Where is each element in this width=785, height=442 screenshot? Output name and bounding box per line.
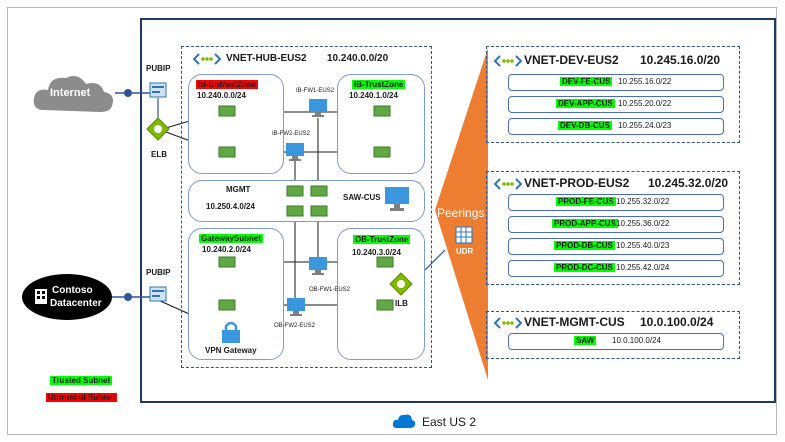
dev-vnet-container [486,46,740,143]
nic-icon [218,299,236,311]
subnet-row [508,74,724,91]
nic-icon [373,146,391,158]
region-label: East US 2 [422,415,477,429]
subnet-cidr: 10.255.16.0/22 [618,77,672,86]
nic-icon [376,299,394,311]
outer-frame [7,7,777,435]
vpn-gateway-label: VPN Gateway [205,346,257,355]
prod-vnet-cidr: 10.245.32.0/20 [648,176,729,190]
peerings-label: Peerings [437,206,485,220]
ib-fw2-label: IB-FW2-EUS2 [272,131,311,137]
ib-trust-zone [337,74,425,174]
subnet-cidr: 10.255.32.0/22 [616,197,670,206]
vm-icon [286,143,304,161]
ib-fw1-label: IB-FW1-EUS2 [296,88,335,94]
subnet-name: PROD-APP-CUS [552,219,618,228]
nic-icon [286,185,304,197]
ob-fw2-label: OB-FW2-EUS2 [274,323,316,329]
vm-icon [309,257,327,275]
subnet-cidr: 10.255.42.0/24 [616,263,670,272]
subnet-cidr: 10.255.24.0/23 [618,121,672,130]
public-ip-icon [149,82,167,98]
nic-icon [373,105,391,117]
pubip-bottom-label: PUBIP [146,268,171,277]
dev-vnet-title: VNET-DEV-EUS2 [524,53,619,67]
elb-label: ELB [151,150,167,159]
building-icon [35,289,47,304]
nic-icon [218,146,236,158]
gateway-cidr: 10.240.2.0/24 [202,245,251,254]
subnet-row [508,333,724,350]
nic-icon [218,105,236,117]
nic-icon [310,205,328,217]
subnet-name: DEV-APP-CUS [556,99,615,108]
nic-icon [376,256,394,268]
ob-trust-cidr: 10.240.3.0/24 [352,248,401,257]
prod-vnet-title: VNET-PROD-EUS2 [524,176,630,190]
vpn-lock-icon [222,321,240,343]
internet-cloud-icon [33,76,113,112]
internet-label: Internet [50,87,91,99]
subnet-name: SAW [574,336,597,345]
ilb-icon [389,272,413,296]
mgmt-vnet-cidr: 10.0.100.0/24 [640,315,714,329]
subnet-cidr: 10.0.100.0/24 [612,336,661,345]
subnet-row [508,96,724,113]
pubip-top-label: PUBIP [146,64,171,73]
vnet-icon [494,178,522,190]
saw-cus-label: SAW-CUS [343,193,381,202]
route-table-icon [455,226,473,244]
udr-label: UDR [456,247,474,256]
subnet-name: DEV-FE-CUS [560,77,613,86]
subnet-name: PROD-DB-CUS [554,241,615,250]
ib-trust-cidr: 10.240.1.0/24 [349,91,398,100]
ilb-label: ILB [395,299,408,308]
ib-untrust-zone [188,74,284,174]
ib-trust-name: IB-TrustZone [352,80,406,89]
ob-fw1-label: OB-FW1-EUS2 [309,287,351,293]
legend-untrusted: Untrusted Subnet [46,393,118,402]
peering-shape [435,48,488,380]
nic-icon [218,256,236,268]
gateway-name: GatewaySubnet [199,234,264,243]
mgmt-name: MGMT [226,185,251,194]
hub-vnet-container [181,46,432,368]
ob-trust-name: OB-TrustZone [353,235,411,244]
mgmt-vnet-container [486,311,740,359]
ib-untrust-name: IB-UntrustZone [196,80,259,89]
vm-icon [287,298,305,316]
vm-icon [385,187,409,211]
legend-trusted: Trusted Subnet [50,376,113,385]
subnet-name: DEV-DB-CUS [558,121,612,130]
elb-icon [146,117,170,141]
ob-trust-zone [337,228,425,360]
subnet-cidr: 10.255.20.0/22 [618,99,672,108]
prod-vnet-container [486,171,740,285]
public-ip-icon [149,286,167,302]
subnet-name: PROD-DC-CUS [554,263,615,272]
region-east-us-2 [140,18,776,403]
dev-vnet-cidr: 10.245.16.0/20 [640,53,721,67]
vnet-icon [494,55,522,67]
mgmt-cidr: 10.250.4.0/24 [206,202,255,211]
vnet-icon [494,317,522,329]
vm-icon [309,99,327,117]
mgmt-vnet-title: VNET-MGMT-CUS [524,315,625,329]
hub-vnet-title: VNET-HUB-EUS2 [226,53,307,64]
hub-vnet-cidr: 10.240.0.0/20 [327,53,389,64]
subnet-name: PROD-FE-CUS [556,197,616,206]
datacenter-label-2: Datacenter [50,298,102,309]
subnet-cidr: 10.255.40.0/23 [616,241,670,250]
nic-icon [310,185,328,197]
subnet-row [508,118,724,135]
ib-untrust-cidr: 10.240.0.0/24 [197,91,246,100]
vnet-icon [193,53,221,65]
azure-cloud-icon [392,414,416,428]
subnet-cidr: 10.255.36.0/22 [616,219,670,228]
nic-icon [286,205,304,217]
datacenter-label-1: Contoso [52,285,93,296]
